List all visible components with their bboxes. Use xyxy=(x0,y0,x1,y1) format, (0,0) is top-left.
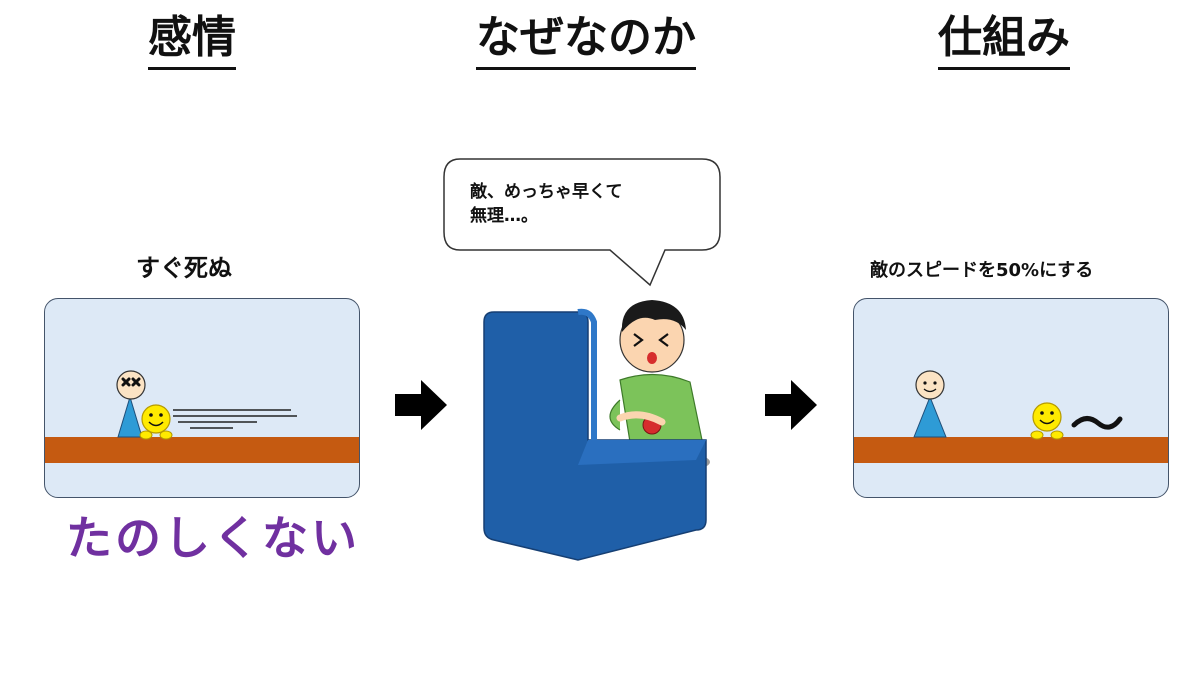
speech-bubble xyxy=(443,158,721,287)
heading-feeling: 感情 xyxy=(148,12,236,70)
floor xyxy=(45,437,359,463)
player-icon xyxy=(913,370,947,438)
speed-lines xyxy=(173,409,297,429)
game-scene-before xyxy=(44,298,360,498)
dead-player-icon xyxy=(116,370,146,438)
smiley-enemy-icon xyxy=(139,404,173,440)
arcade-player-illustration xyxy=(483,300,710,561)
speech-bubble-text: 敵、めっちゃ早くて 無理…。 xyxy=(470,180,700,228)
heading-why: なぜなのか xyxy=(476,12,696,70)
right-arrow-icon xyxy=(765,380,817,430)
speech-line-1: 敵、めっちゃ早くて xyxy=(470,182,623,202)
right-arrow-icon xyxy=(395,380,447,430)
speech-line-2: 無理…。 xyxy=(470,206,538,226)
scene-before-illustration xyxy=(116,370,297,440)
tilde-icon xyxy=(1071,416,1123,430)
caption-enemy-speed-50: 敵のスピードを50%にする xyxy=(870,260,1094,281)
floor xyxy=(854,437,1168,463)
game-scene-after xyxy=(853,298,1169,498)
smiley-enemy-icon xyxy=(1030,402,1064,440)
result-not-fun: たのしくない xyxy=(66,511,360,565)
caption-instant-death: すぐ死ぬ xyxy=(136,254,232,282)
player-icon xyxy=(609,300,703,443)
scene-after-illustration xyxy=(913,370,1123,440)
arcade-cabinet-icon xyxy=(483,308,707,561)
heading-mechanism: 仕組み xyxy=(938,12,1070,70)
